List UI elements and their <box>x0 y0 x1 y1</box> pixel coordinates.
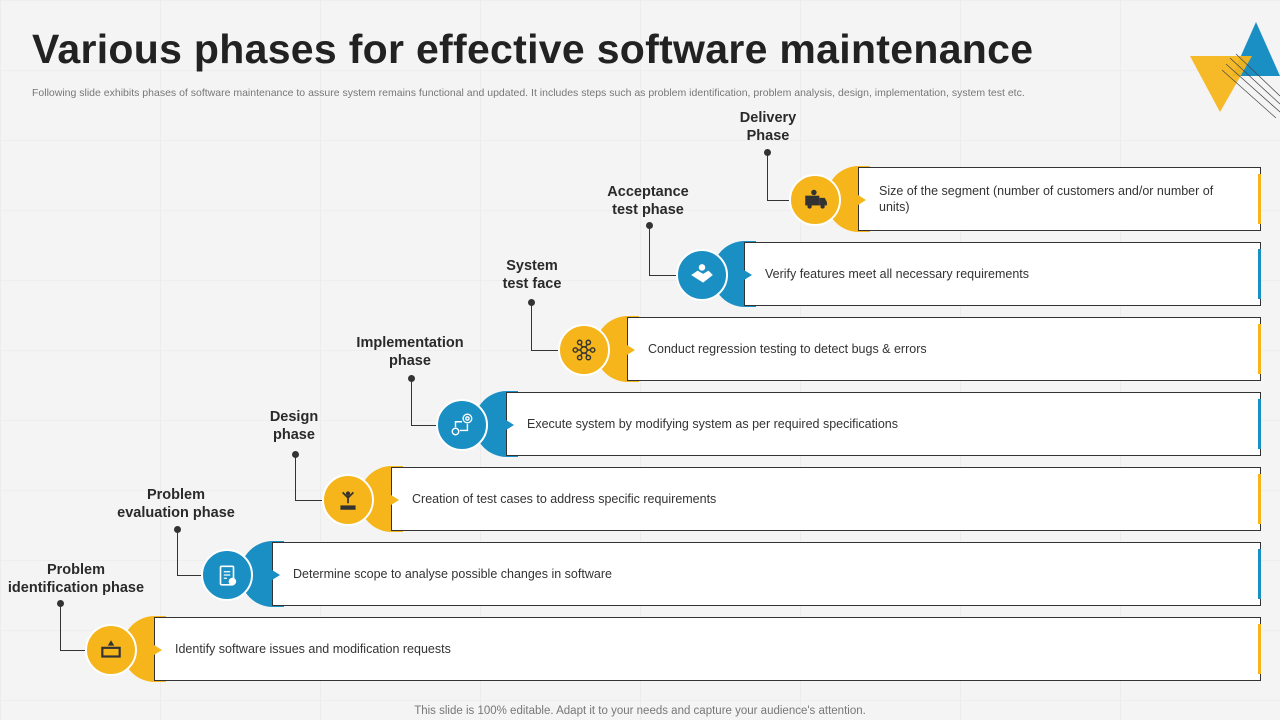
phase-edge-accent <box>1258 249 1261 299</box>
triangles-decoration-icon <box>1190 22 1280 118</box>
phase-label-line: Acceptance <box>607 184 689 200</box>
delivery-truck-icon <box>805 189 827 209</box>
subtitle: Following slide exhibits phases of softw… <box>32 87 1025 99</box>
phase-description: Conduct regression testing to detect bug… <box>648 342 927 356</box>
connector-line <box>177 575 201 576</box>
phase-label: Acceptance test phase <box>563 183 733 219</box>
phase-label-line: test face <box>502 276 562 292</box>
pointer-icon <box>627 345 635 355</box>
page-title: Various phases for effective software ma… <box>32 26 1034 72</box>
phase-icon-circle <box>436 399 488 451</box>
connector-line <box>60 650 85 651</box>
pointer-icon <box>272 570 280 580</box>
phase-box: Creation of test cases to address specif… <box>391 467 1261 531</box>
phase-label-line: Phase <box>746 128 790 144</box>
phase-box: Determine scope to analyse possible chan… <box>272 542 1261 606</box>
phase-label: Problem evaluation phase <box>91 486 261 522</box>
phase-label-line: Problem <box>46 562 105 578</box>
phase-icon-circle <box>558 324 610 376</box>
handshake-icon <box>691 264 713 283</box>
phase-description: Identify software issues and modificatio… <box>175 642 451 656</box>
phase-edge-accent <box>1258 549 1261 599</box>
connector-line <box>531 350 558 351</box>
phase-edge-accent <box>1258 474 1261 524</box>
connector-line <box>411 425 436 426</box>
warning-screen-icon <box>101 640 121 658</box>
phase-icon-circle <box>789 174 841 226</box>
pointer-icon <box>744 270 752 280</box>
phase-description: Execute system by modifying system as pe… <box>527 417 898 431</box>
target-process-icon <box>451 413 473 436</box>
footer-note: This slide is 100% editable. Adapt it to… <box>414 705 866 717</box>
pointer-icon <box>391 495 399 505</box>
phase-icon-circle <box>322 474 374 526</box>
phase-label-line: phase <box>273 427 315 443</box>
phase-edge-accent <box>1258 624 1261 674</box>
phase-label: System test face <box>447 257 617 293</box>
connector-line <box>767 152 768 200</box>
pointer-icon <box>154 645 162 655</box>
phase-edge-accent <box>1258 399 1261 449</box>
phase-box: Conduct regression testing to detect bug… <box>627 317 1261 381</box>
phase-label-line: Problem <box>146 487 205 503</box>
phase-label-line: Delivery <box>739 110 797 126</box>
phase-label-line: test phase <box>612 202 684 218</box>
phase-label: Problem identification phase <box>0 561 161 597</box>
pointer-icon <box>858 195 866 205</box>
phase-box: Execute system by modifying system as pe… <box>506 392 1261 456</box>
phase-icon-circle <box>676 249 728 301</box>
phase-label-line: System <box>506 258 558 274</box>
connector-line <box>411 378 412 425</box>
connector-line <box>60 603 61 650</box>
phase-edge-accent <box>1258 174 1261 224</box>
phase-box: Verify features meet all necessary requi… <box>744 242 1261 306</box>
phase-label-line: evaluation phase <box>117 505 235 521</box>
phase-description: Determine scope to analyse possible chan… <box>293 567 612 581</box>
network-nodes-icon <box>572 339 596 361</box>
phase-icon-circle <box>85 624 137 676</box>
phase-label-line: phase <box>389 353 431 369</box>
connector-line <box>295 454 296 500</box>
pointer-icon <box>506 420 514 430</box>
phase-description: Verify features meet all necessary requi… <box>765 267 1030 281</box>
connector-line <box>177 529 178 575</box>
clipboard-check-icon <box>219 565 237 586</box>
connector-line <box>531 302 532 350</box>
connector-line <box>649 225 650 275</box>
phase-box: Identify software issues and modificatio… <box>154 617 1261 681</box>
phase-box: Size of the segment (number of customers… <box>858 167 1261 231</box>
phase-label-line: identification phase <box>7 580 145 596</box>
phase-description: Creation of test cases to address specif… <box>412 492 717 506</box>
phase-label: Implementation phase <box>325 334 495 370</box>
phase-description: Size of the segment (number of customers… <box>879 184 1214 214</box>
phase-label-line: Implementation <box>356 335 464 351</box>
connector-line <box>649 275 676 276</box>
phase-label-line: Design <box>269 409 319 425</box>
phase-icon-circle <box>201 549 253 601</box>
phase-edge-accent <box>1258 324 1261 374</box>
person-podium-icon <box>340 491 356 510</box>
phase-label: Design phase <box>209 408 379 444</box>
connector-line <box>767 200 789 201</box>
connector-line <box>295 500 322 501</box>
